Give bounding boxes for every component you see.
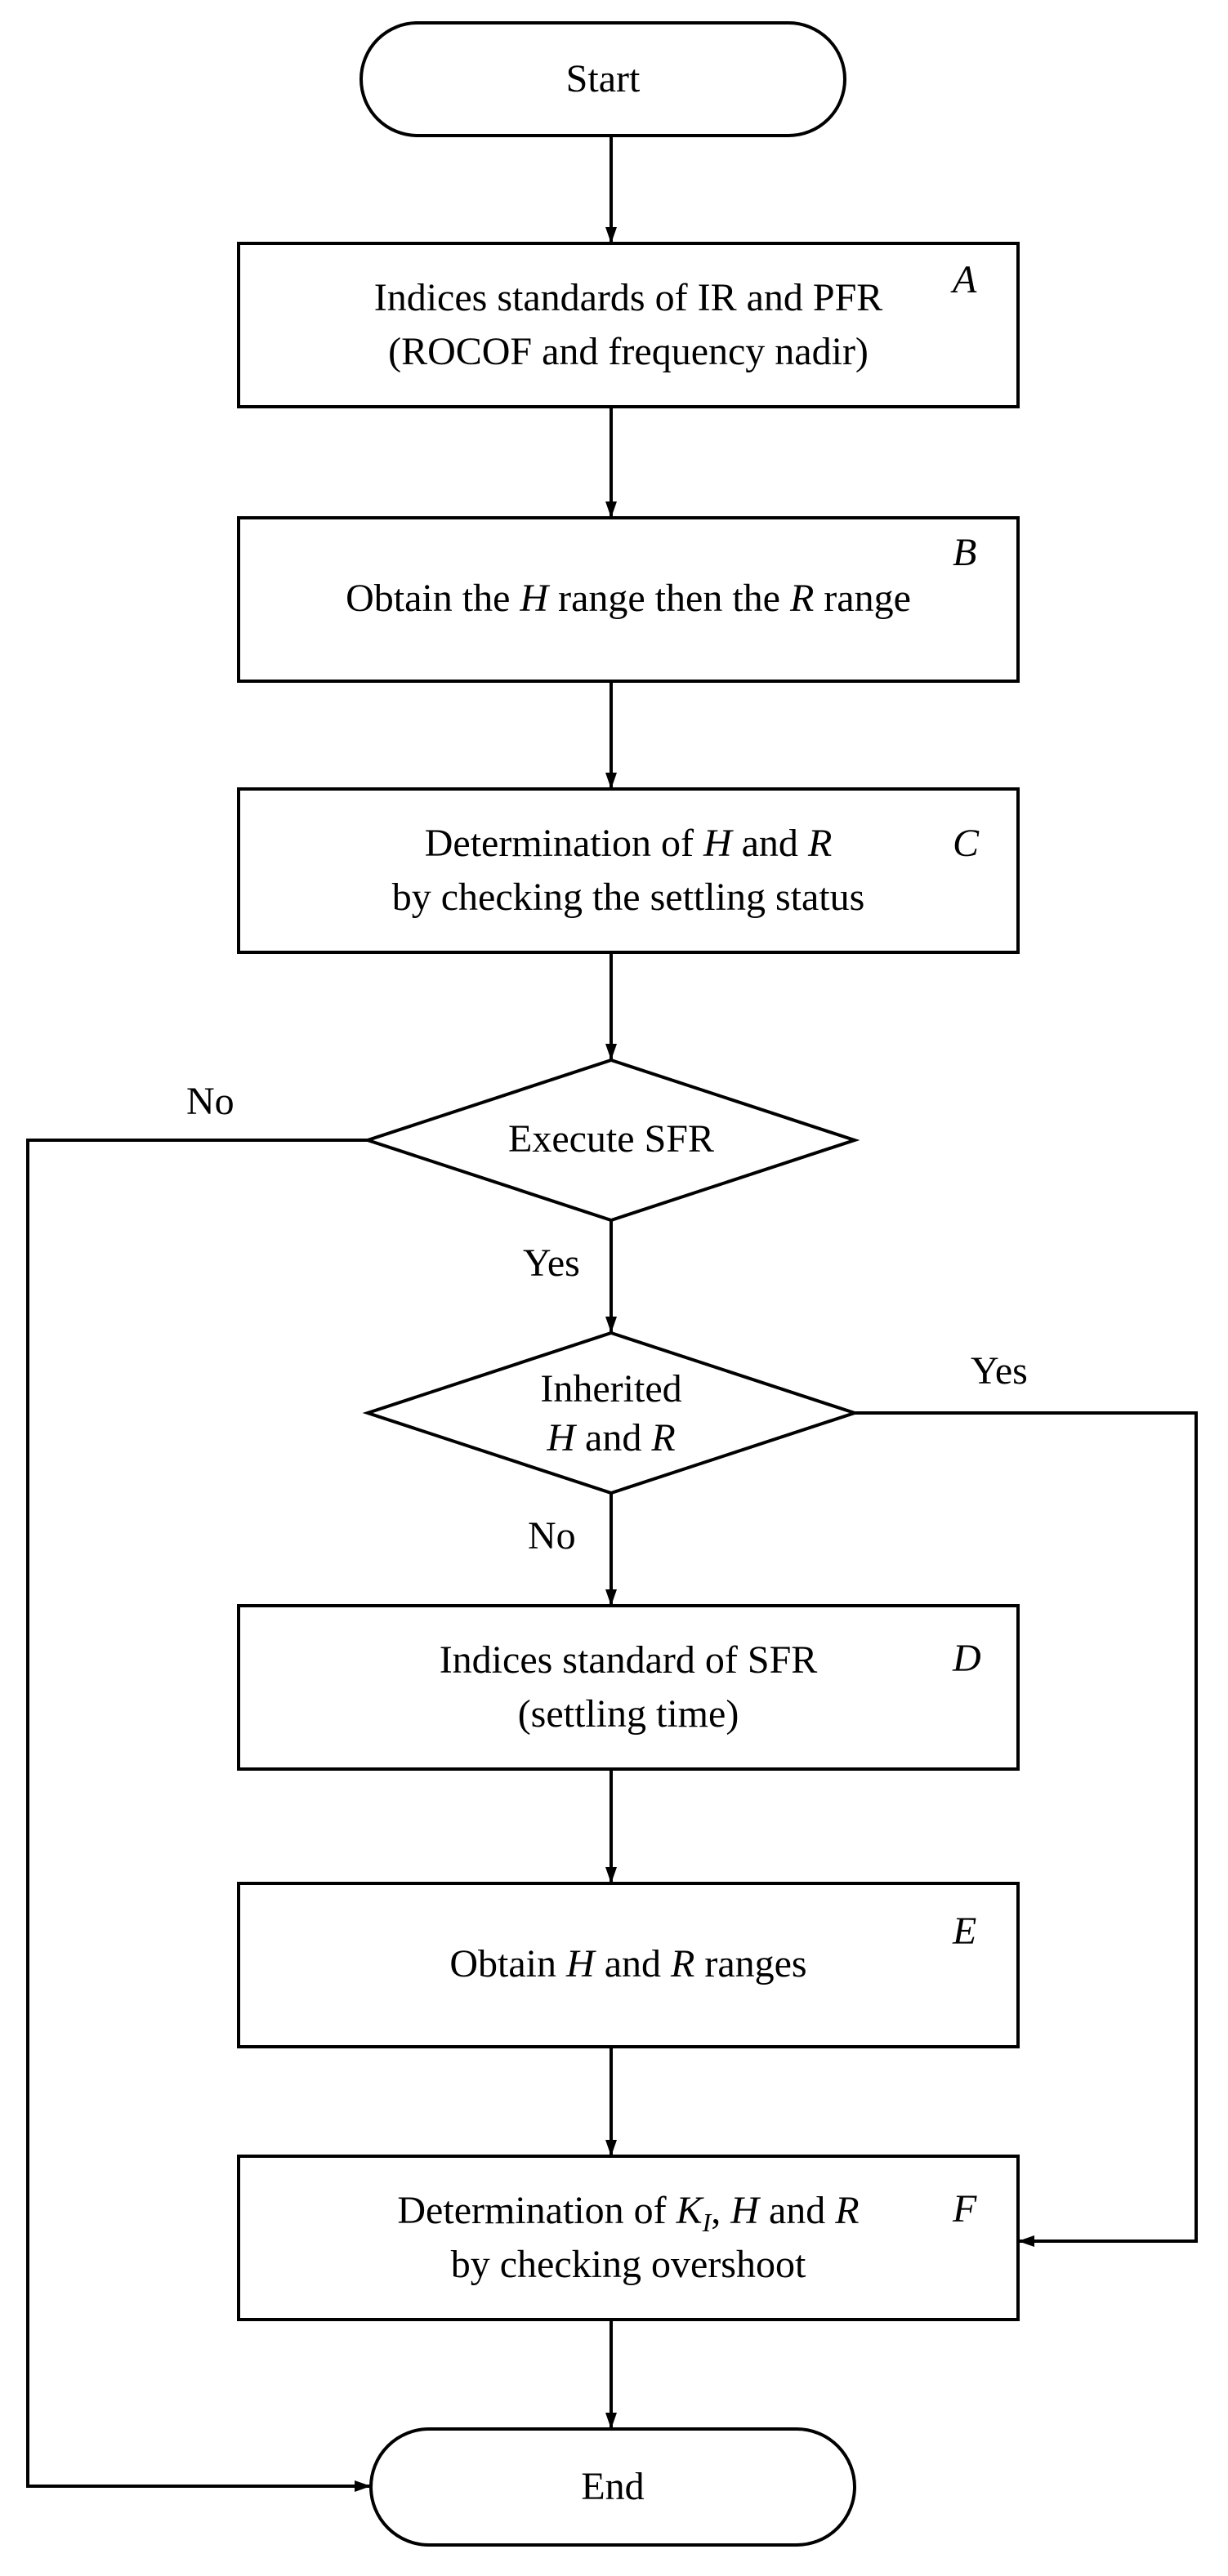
process-box-c (237, 787, 1020, 954)
step-e-letter: E (953, 1910, 977, 1953)
step-c-line2: by checking the settling status (391, 876, 865, 919)
step-a-line1: Indices standards of IR and PFR (373, 276, 883, 319)
step-d-line1: Indices standard of SFR (439, 1638, 818, 1682)
process-box-a (237, 242, 1020, 408)
step-f-line1: Determination of KI, H and R (397, 2189, 860, 2237)
decision-inherited-line2: H and R (547, 1416, 676, 1460)
step-e-text: Obtain H and R ranges (449, 1942, 807, 1985)
step-b-letter: B (953, 531, 977, 574)
decision-sfr-yes-label: Yes (523, 1241, 580, 1285)
step-c-line1: Determination of H and R (424, 822, 833, 865)
decision-inherited-line1: Inherited (540, 1367, 682, 1411)
decision-sfr-no-label: No (186, 1080, 234, 1123)
process-box-b (237, 516, 1020, 683)
decision-inherited-yes-label: Yes (971, 1349, 1028, 1393)
step-f-line2: by checking overshoot (450, 2243, 806, 2286)
start-label: Start (565, 57, 641, 100)
start-terminal (359, 21, 846, 137)
decision-inherited-no-label: No (528, 1514, 576, 1558)
step-a-line2: (ROCOF and frequency nadir) (388, 330, 869, 373)
step-a-letter: A (953, 258, 977, 301)
step-d-line2: (settling time) (517, 1692, 739, 1736)
arrow-sfr-no-to-end (26, 1139, 371, 2492)
end-label: End (581, 2465, 645, 2508)
step-f-letter: F (953, 2187, 977, 2231)
decision-sfr-label: Execute SFR (508, 1117, 714, 1161)
process-box-e (237, 1882, 1020, 2048)
step-b-text: Obtain the H range then the R range (346, 577, 911, 620)
step-d-letter: D (953, 1637, 981, 1680)
step-c-letter: C (953, 822, 980, 865)
arrow-inherited-yes-to-f (855, 1411, 1198, 2247)
process-box-d (237, 1604, 1020, 1771)
